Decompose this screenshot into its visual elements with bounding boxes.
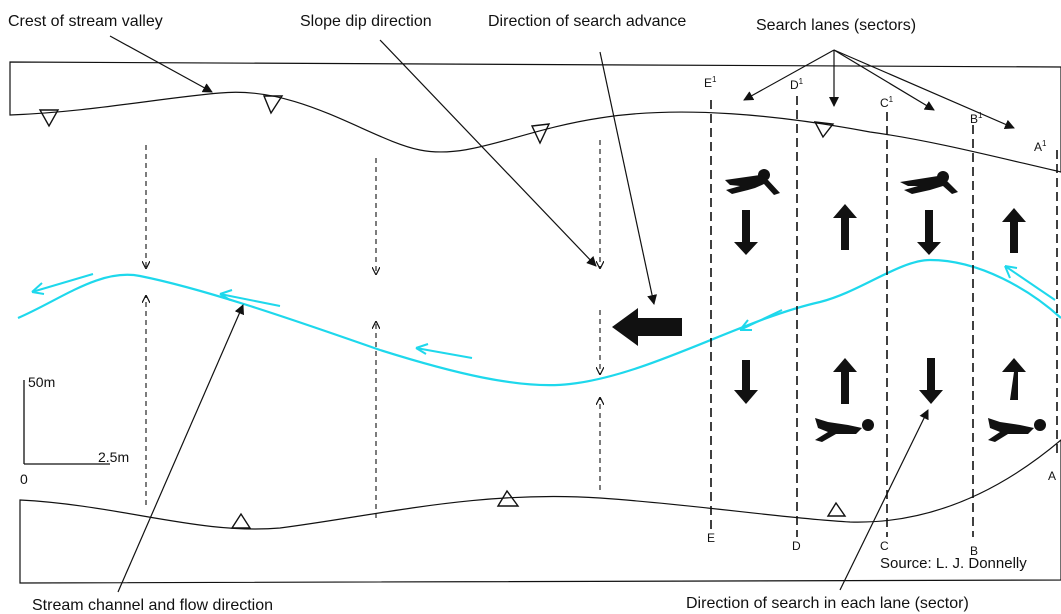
lane-label-bottom-b: B xyxy=(970,544,979,558)
stream-flow-arrows xyxy=(31,265,1056,359)
leader-lines xyxy=(109,35,1015,593)
lane-label-top-e: E1 xyxy=(704,75,717,90)
lane-label-top-a: A1 xyxy=(1034,139,1047,154)
lane-label-bottom-d: D xyxy=(792,539,801,553)
crest-label: Crest of stream valley xyxy=(8,13,163,30)
searcher-figure xyxy=(815,418,874,442)
scale-bar xyxy=(23,380,110,465)
crest-markers-bottom xyxy=(230,489,847,529)
searcher-figure xyxy=(900,171,958,194)
lane-boundaries xyxy=(710,96,1058,537)
scale-horizontal-label: 2.5m xyxy=(98,449,130,465)
stream-channel xyxy=(17,258,1061,387)
slope-label: Slope dip direction xyxy=(300,13,432,30)
source-label: Source: L. J. Donnelly xyxy=(880,555,1027,572)
lanes-label: Search lanes (sectors) xyxy=(756,17,917,34)
lane-label-top-b: B1 xyxy=(970,111,983,126)
lane-label-top-d: D1 xyxy=(790,77,804,92)
lane-label-bottom-e: E xyxy=(707,531,716,545)
searcher-figure xyxy=(725,169,780,195)
stream-label: Stream channel and flow direction xyxy=(32,597,274,614)
scale-origin-label: 0 xyxy=(20,471,28,487)
lane-direction-arrows xyxy=(734,204,1026,404)
lane-label-bottom-a: A xyxy=(1048,469,1057,483)
top-valley-crest xyxy=(9,61,1061,173)
bottom-valley-crest xyxy=(19,439,1061,584)
searcher-figure xyxy=(988,418,1046,442)
lane-label-top-c: C1 xyxy=(880,95,894,110)
lane-direction-label: Direction of search in each lane (sector… xyxy=(686,595,969,612)
scale-vertical-label: 50m xyxy=(28,374,56,390)
lane-label-bottom-c: C xyxy=(880,539,889,553)
advance-label: Direction of search advance xyxy=(488,13,687,30)
search-advance-arrow xyxy=(612,308,682,346)
crest-markers-top xyxy=(38,95,835,145)
slope-dip-arrows xyxy=(146,140,600,518)
